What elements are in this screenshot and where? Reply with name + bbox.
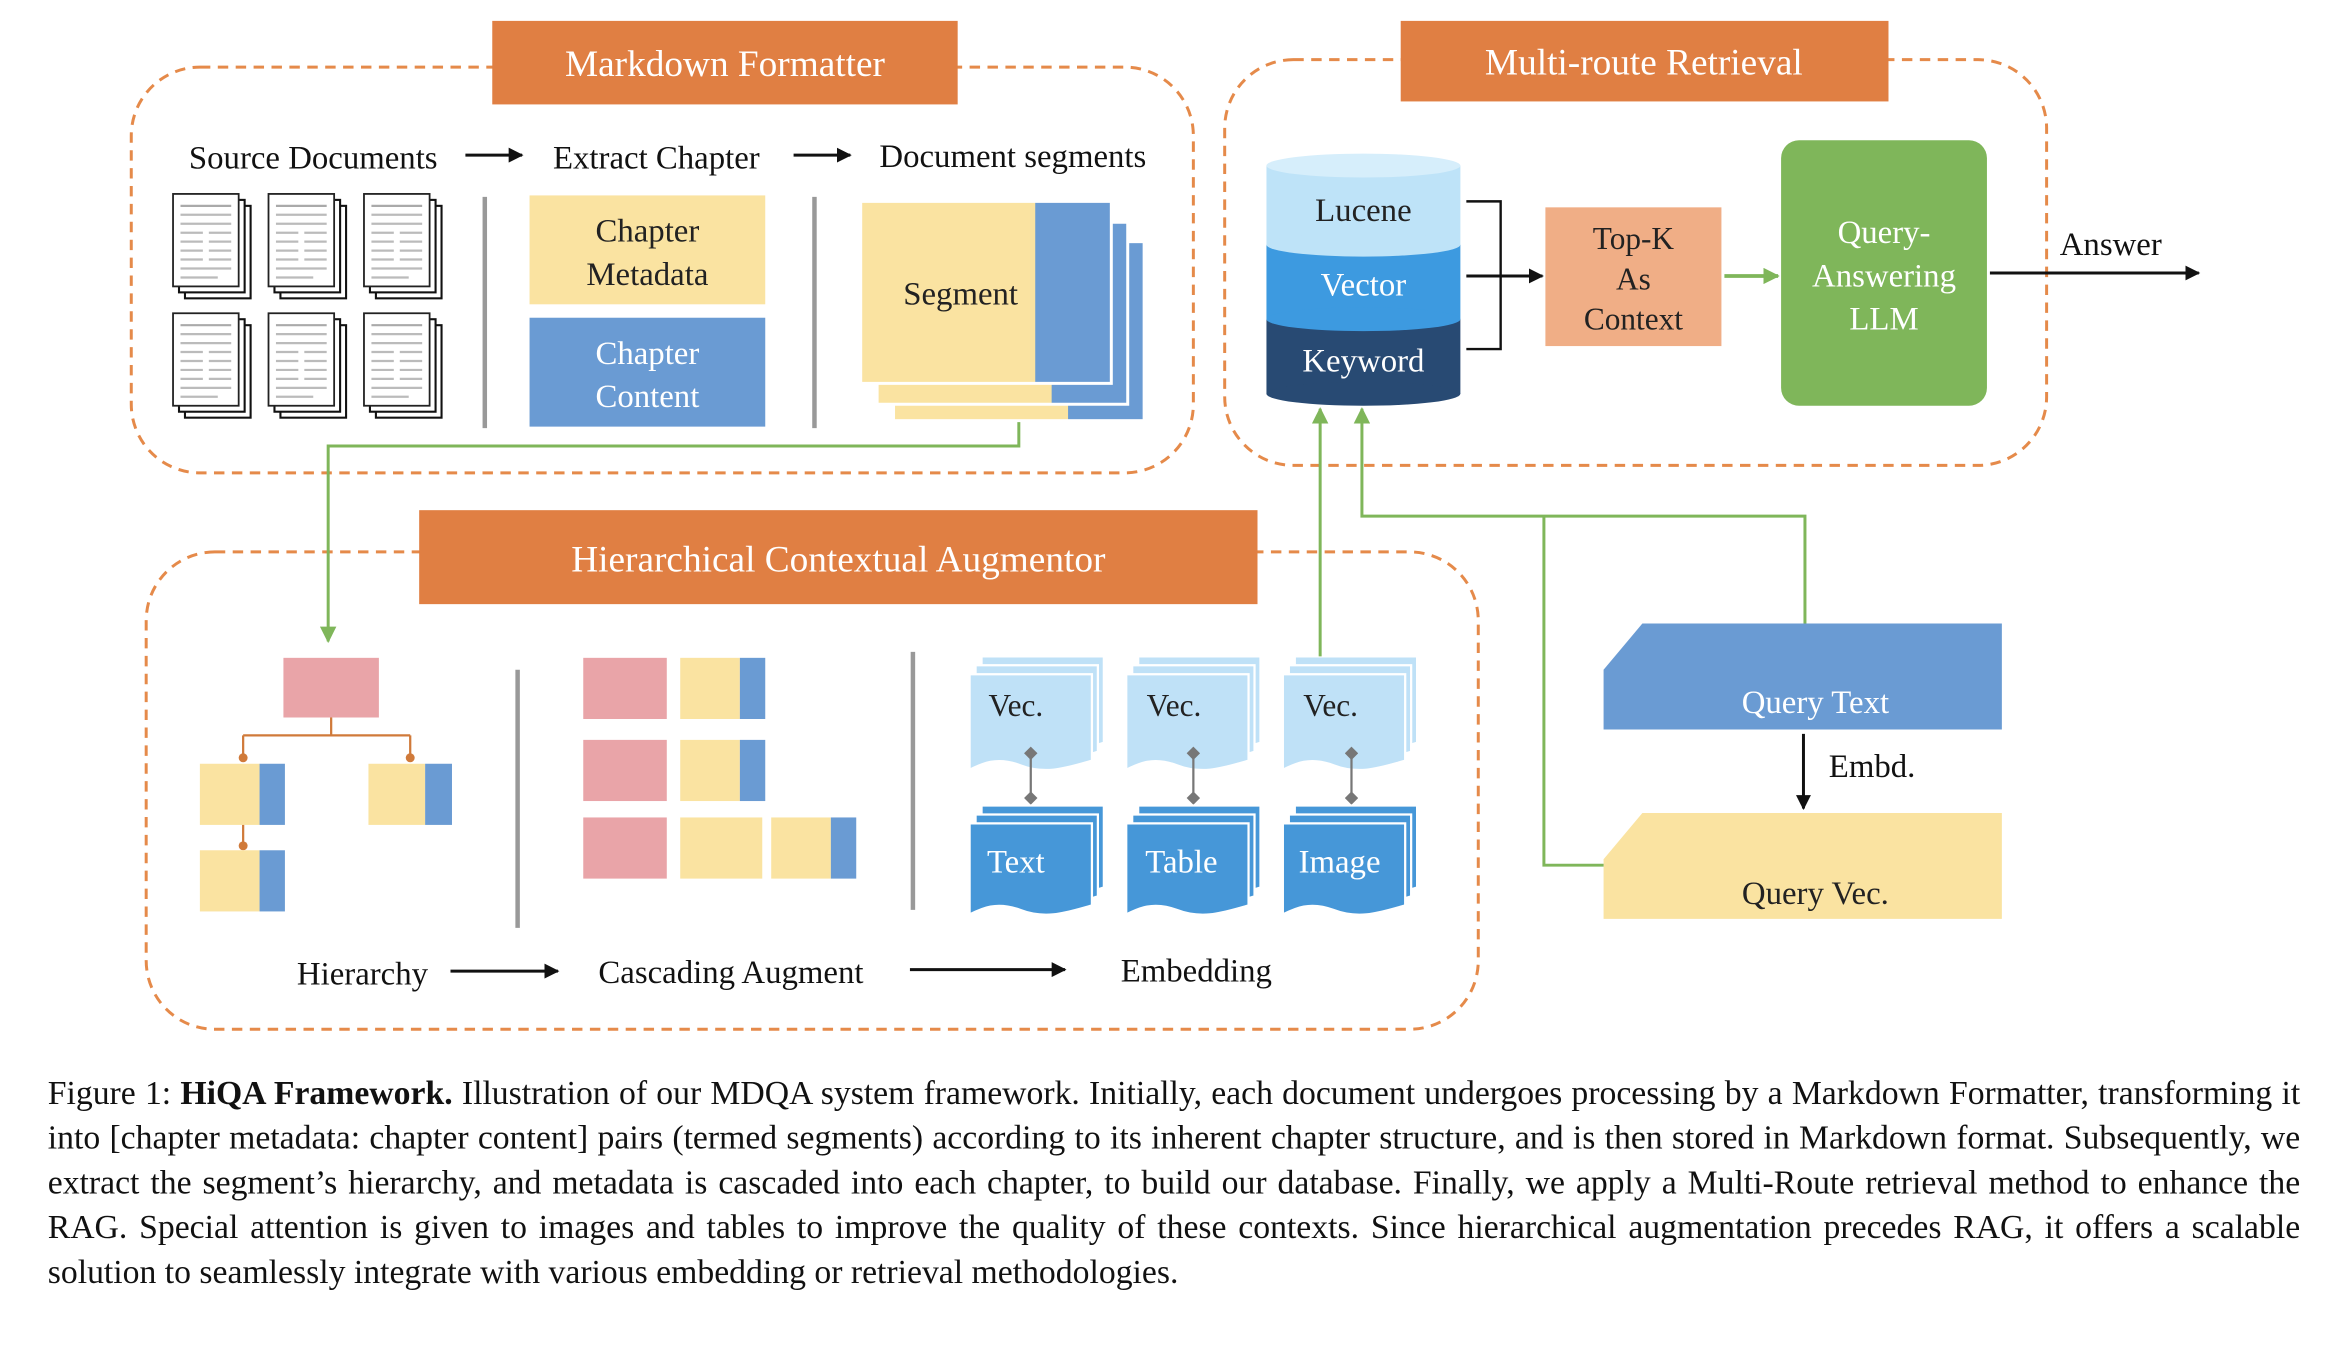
augmentor-title-box — [419, 510, 1258, 605]
cascading-augment-label: Cascading Augment — [598, 955, 863, 991]
arrow-query-text-to-database — [1353, 407, 1807, 624]
query-vec-shape — [1603, 812, 2002, 919]
query-section: Query Text Embd. Query Vec. — [1603, 623, 2002, 919]
figure-caption: Figure 1: HiQA Framework. Illustration o… — [48, 1071, 2300, 1295]
markdown-formatter-title-box — [492, 20, 958, 105]
source-document-stacks — [173, 194, 442, 418]
database-cylinder — [1266, 153, 1461, 406]
embedding-column-table — [1125, 655, 1262, 917]
arrow-formatter-to-augmentor — [319, 422, 1021, 644]
vec-label-table: Vec. — [1147, 688, 1202, 723]
segment-stack — [859, 199, 1146, 423]
llm-line3: LLM — [1849, 302, 1918, 338]
query-text-label: Query Text — [1742, 685, 1889, 721]
llm-line1: Query- — [1838, 215, 1931, 251]
augmentor-title: Hierarchical Contextual Augmentor — [571, 539, 1106, 580]
keyword-label: Keyword — [1302, 343, 1424, 379]
chapter-content-line2: Content — [595, 379, 699, 415]
markdown-formatter-title: Markdown Formatter — [565, 44, 886, 85]
chapter-metadata-box — [529, 195, 766, 305]
hierarchy-label: Hierarchy — [297, 957, 429, 993]
green-connectors — [319, 407, 1807, 867]
segment-label: Segment — [903, 276, 1018, 312]
embedding-label: Embedding — [1121, 954, 1272, 990]
query-vec-label: Query Vec. — [1742, 876, 1889, 912]
answer-label: Answer — [2060, 227, 2162, 263]
vec-label-text: Vec. — [988, 688, 1043, 723]
caption-prefix: Figure 1: — [47, 1074, 181, 1112]
multi-route-retrieval-panel: Multi-route Retrieval Lucene Vector Keyw… — [1223, 20, 2201, 467]
chapter-content-box — [529, 317, 766, 427]
vector-label: Vector — [1321, 267, 1407, 303]
augmentor-panel: Hierarchical Contextual Augmentor — [144, 510, 1480, 1031]
image-leaf-label: Image — [1299, 845, 1381, 881]
extract-chapter-label: Extract Chapter — [553, 141, 760, 177]
multi-route-title-box — [1400, 20, 1889, 102]
chapter-metadata-line1: Chapter — [595, 214, 699, 250]
table-leaf-label: Table — [1145, 845, 1217, 881]
multi-route-title: Multi-route Retrieval — [1485, 43, 1803, 84]
embd-label: Embd. — [1829, 749, 1916, 785]
embedding-column-text — [968, 655, 1105, 917]
chapter-content-line1: Chapter — [595, 336, 699, 372]
lucene-label: Lucene — [1315, 193, 1412, 229]
query-answering-llm-box — [1781, 140, 1987, 406]
line-query-vec-to-database — [1542, 516, 1604, 867]
caption-body: Illustration of our MDQA system framewor… — [47, 1074, 2301, 1291]
text-leaf-label: Text — [987, 845, 1045, 881]
topk-line3: Context — [1584, 302, 1683, 337]
topk-line1: Top-K — [1593, 221, 1675, 256]
topk-line2: As — [1616, 261, 1651, 296]
caption-bold-title: HiQA Framework. — [180, 1074, 453, 1112]
markdown-formatter-panel: Markdown Formatter Source Documents Extr… — [129, 20, 1195, 475]
document-segments-label: Document segments — [879, 139, 1146, 175]
hierarchy-tree — [199, 657, 452, 912]
source-documents-label: Source Documents — [189, 141, 438, 177]
chapter-metadata-line2: Metadata — [586, 257, 708, 293]
embedding-column-image — [1281, 655, 1419, 917]
framework-diagram: Markdown Formatter Source Documents Extr… — [129, 20, 2201, 1031]
vec-label-image: Vec. — [1303, 688, 1358, 723]
llm-line2: Answering — [1812, 258, 1956, 294]
query-text-shape — [1603, 623, 2002, 730]
topk-context-box — [1545, 207, 1722, 347]
cascading-blocks — [583, 657, 857, 879]
